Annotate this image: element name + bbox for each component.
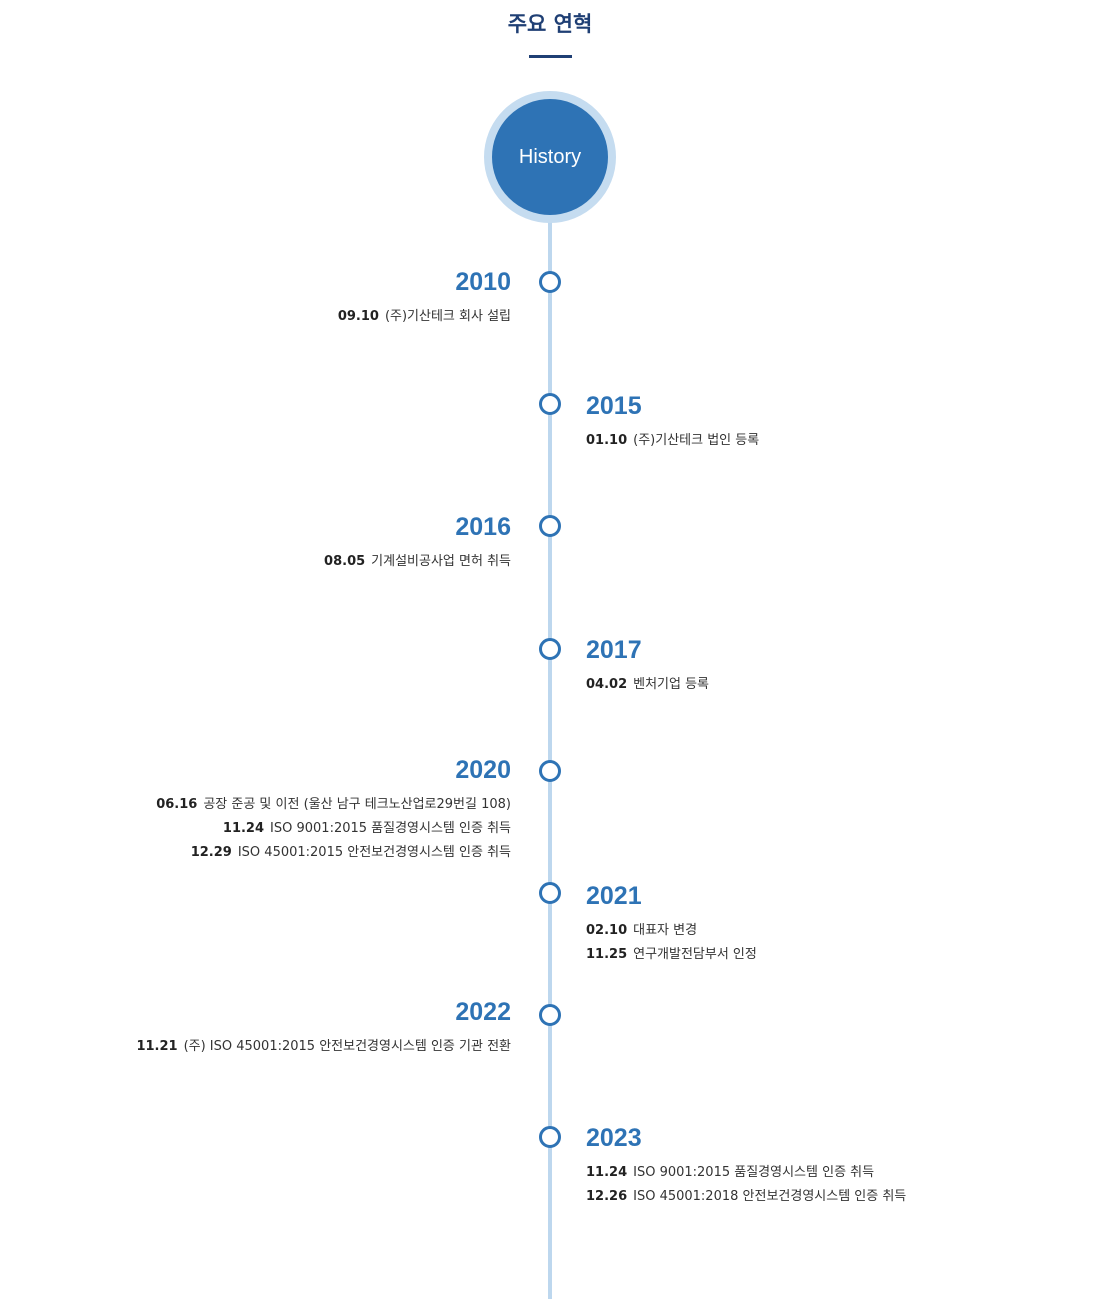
- event-text: (주)기산테크 회사 설립: [384, 309, 511, 324]
- event-item: 11.24 ISO 9001:2015 품질경영시스템 인증 취득: [156, 817, 511, 841]
- year-label: 2023: [586, 1124, 642, 1152]
- event-item: 12.29 ISO 45001:2015 안전보건경영시스템 인증 취득: [156, 841, 511, 865]
- event-item: 04.02 벤처기업 등록: [586, 673, 709, 697]
- event-text: 연구개발전담부서 인정: [633, 947, 757, 962]
- timeline-entry-2017: 2017 04.02 벤처기업 등록: [586, 635, 709, 697]
- timeline-dot: [539, 882, 561, 904]
- event-item: 12.26 ISO 45001:2018 안전보건경영시스템 인증 취득: [586, 1185, 906, 1209]
- event-date: 11.21: [136, 1039, 178, 1054]
- year-label: 2021: [586, 882, 642, 910]
- event-text: 벤처기업 등록: [633, 677, 710, 692]
- event-item: 11.24 ISO 9001:2015 품질경영시스템 인증 취득: [586, 1161, 906, 1185]
- timeline-dot: [539, 393, 561, 415]
- timeline-dot: [539, 638, 561, 660]
- event-date: 01.10: [586, 433, 628, 448]
- timeline-entry-2021: 2021 02.10 대표자 변경 11.25 연구개발전담부서 인정: [586, 881, 757, 967]
- history-badge-label: History: [518, 145, 582, 168]
- event-date: 12.26: [586, 1189, 628, 1204]
- event-text: ISO 9001:2015 품질경영시스템 인증 취득: [633, 1165, 875, 1180]
- timeline-dot: [539, 760, 561, 782]
- year-label: 2015: [586, 392, 642, 420]
- event-item: 06.16 공장 준공 및 이전 (울산 남구 테크노산업로29번길 108): [156, 793, 511, 817]
- timeline-dot: [539, 271, 561, 293]
- event-text: 대표자 변경: [633, 923, 698, 938]
- event-date: 04.02: [586, 677, 628, 692]
- event-text: (주)기산테크 법인 등록: [633, 433, 760, 448]
- event-date: 09.10: [337, 309, 379, 324]
- event-date: 12.29: [190, 845, 232, 860]
- event-text: ISO 45001:2015 안전보건경영시스템 인증 취득: [237, 845, 511, 860]
- event-date: 11.25: [586, 947, 628, 962]
- event-item: 11.21 (주) ISO 45001:2015 안전보건경영시스템 인증 기관 …: [136, 1035, 511, 1059]
- timeline-dot: [539, 1004, 561, 1026]
- event-text: 기계설비공사업 면허 취득: [371, 554, 511, 569]
- timeline-dot: [539, 1126, 561, 1148]
- event-text: ISO 9001:2015 품질경영시스템 인증 취득: [270, 821, 511, 836]
- event-text: 공장 준공 및 이전 (울산 남구 테크노산업로29번길 108): [203, 797, 511, 812]
- timeline-entry-2022: 2022 11.21 (주) ISO 45001:2015 안전보건경영시스템 인…: [136, 997, 511, 1059]
- event-item: 09.10 (주)기산테크 회사 설립: [338, 305, 511, 329]
- event-date: 02.10: [586, 923, 628, 938]
- event-text: ISO 45001:2018 안전보건경영시스템 인증 취득: [633, 1189, 907, 1204]
- event-date: 11.24: [222, 821, 265, 836]
- event-date: 06.16: [156, 797, 198, 812]
- timeline-entry-2020: 2020 06.16 공장 준공 및 이전 (울산 남구 테크노산업로29번길 1…: [156, 755, 511, 865]
- event-item: 01.10 (주)기산테크 법인 등록: [586, 429, 759, 453]
- history-badge: History: [484, 91, 616, 223]
- timeline-entry-2016: 2016 08.05 기계설비공사업 면허 취득: [324, 512, 511, 574]
- year-label: 2022: [455, 998, 511, 1026]
- year-label: 2010: [455, 268, 511, 296]
- year-label: 2020: [455, 756, 511, 784]
- event-item: 11.25 연구개발전담부서 인정: [586, 943, 757, 967]
- event-date: 11.24: [586, 1165, 628, 1180]
- event-date: 08.05: [324, 554, 366, 569]
- page-title: 주요 연혁: [507, 12, 593, 36]
- timeline-entry-2015: 2015 01.10 (주)기산테크 법인 등록: [586, 391, 759, 453]
- title-underline: [529, 55, 572, 58]
- timeline-dot: [539, 515, 561, 537]
- timeline-entry-2010: 2010 09.10 (주)기산테크 회사 설립: [338, 267, 511, 329]
- event-item: 08.05 기계설비공사업 면허 취득: [324, 550, 511, 574]
- timeline-entry-2023: 2023 11.24 ISO 9001:2015 품질경영시스템 인증 취득 12…: [586, 1123, 906, 1209]
- event-item: 02.10 대표자 변경: [586, 919, 757, 943]
- event-text: (주) ISO 45001:2015 안전보건경영시스템 인증 기관 전환: [183, 1039, 511, 1054]
- year-label: 2017: [586, 636, 642, 664]
- timeline-line: [548, 215, 552, 1299]
- year-label: 2016: [455, 513, 511, 541]
